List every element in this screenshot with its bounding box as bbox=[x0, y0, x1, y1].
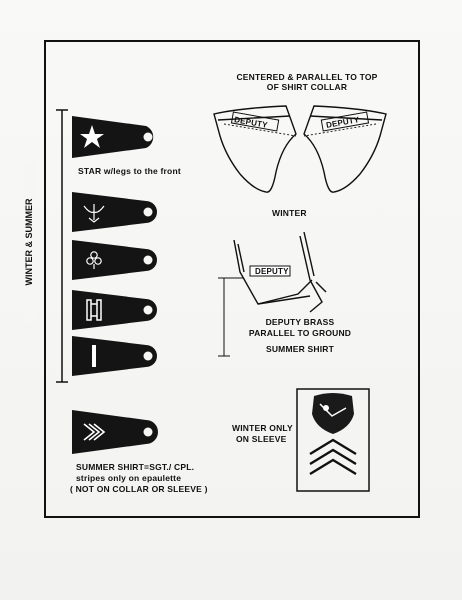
winter-collar-diagram bbox=[213, 105, 387, 193]
chevron-stripes-icon bbox=[83, 423, 106, 441]
summer-collar-diagram bbox=[218, 231, 327, 357]
eagle-icon bbox=[83, 204, 105, 223]
content-frame bbox=[44, 40, 420, 518]
sgt-caption-3: ( NOT ON COLLAR OR SLEEVE ) bbox=[70, 484, 208, 494]
brass-label-1: DEPUTY BRASS bbox=[265, 317, 335, 327]
sleeve-label-2: ON SLEEVE bbox=[236, 434, 287, 444]
winter-label: WINTER bbox=[272, 208, 307, 218]
sgt-caption-1: SUMMER SHIRT=SGT./ CPL. bbox=[76, 462, 195, 472]
epaulette-star bbox=[72, 116, 154, 158]
sgt-caption-2: stripes only on epaulette bbox=[76, 473, 182, 483]
deputy-pin-left bbox=[230, 111, 280, 132]
sleeve-box bbox=[296, 388, 370, 492]
summer-shirt-label: SUMMER SHIRT bbox=[265, 344, 335, 354]
captain-bars-icon bbox=[86, 299, 102, 321]
star-caption: STAR w/legs to the front bbox=[78, 166, 181, 176]
deputy-pin-summer bbox=[249, 265, 291, 277]
epaulette-lieutenant bbox=[72, 336, 157, 376]
sleeve-chevrons-icon bbox=[309, 438, 357, 476]
sleeve-label-1: WINTER ONLY bbox=[232, 423, 293, 433]
oak-leaf-icon bbox=[86, 251, 102, 269]
collar-title-2: OF SHIRT COLLAR bbox=[266, 82, 348, 92]
epaulette-chevrons bbox=[72, 410, 158, 454]
winter-summer-label: WINTER & SUMMER bbox=[24, 162, 36, 322]
epaulette-captain bbox=[72, 290, 157, 330]
star-icon bbox=[80, 125, 104, 148]
shoulder-patch-icon bbox=[312, 393, 354, 434]
collar-title-1: CENTERED & PARALLEL TO TOP bbox=[236, 72, 378, 82]
epaulette-eagle bbox=[72, 192, 157, 232]
deputy-text-summer: DEPUTY bbox=[255, 267, 289, 276]
brass-label-2: PARALLEL TO GROUND bbox=[248, 328, 352, 338]
lieutenant-bar-icon bbox=[92, 345, 96, 367]
deputy-pin-right bbox=[320, 111, 370, 132]
epaulette-oak-leaf bbox=[72, 240, 157, 280]
